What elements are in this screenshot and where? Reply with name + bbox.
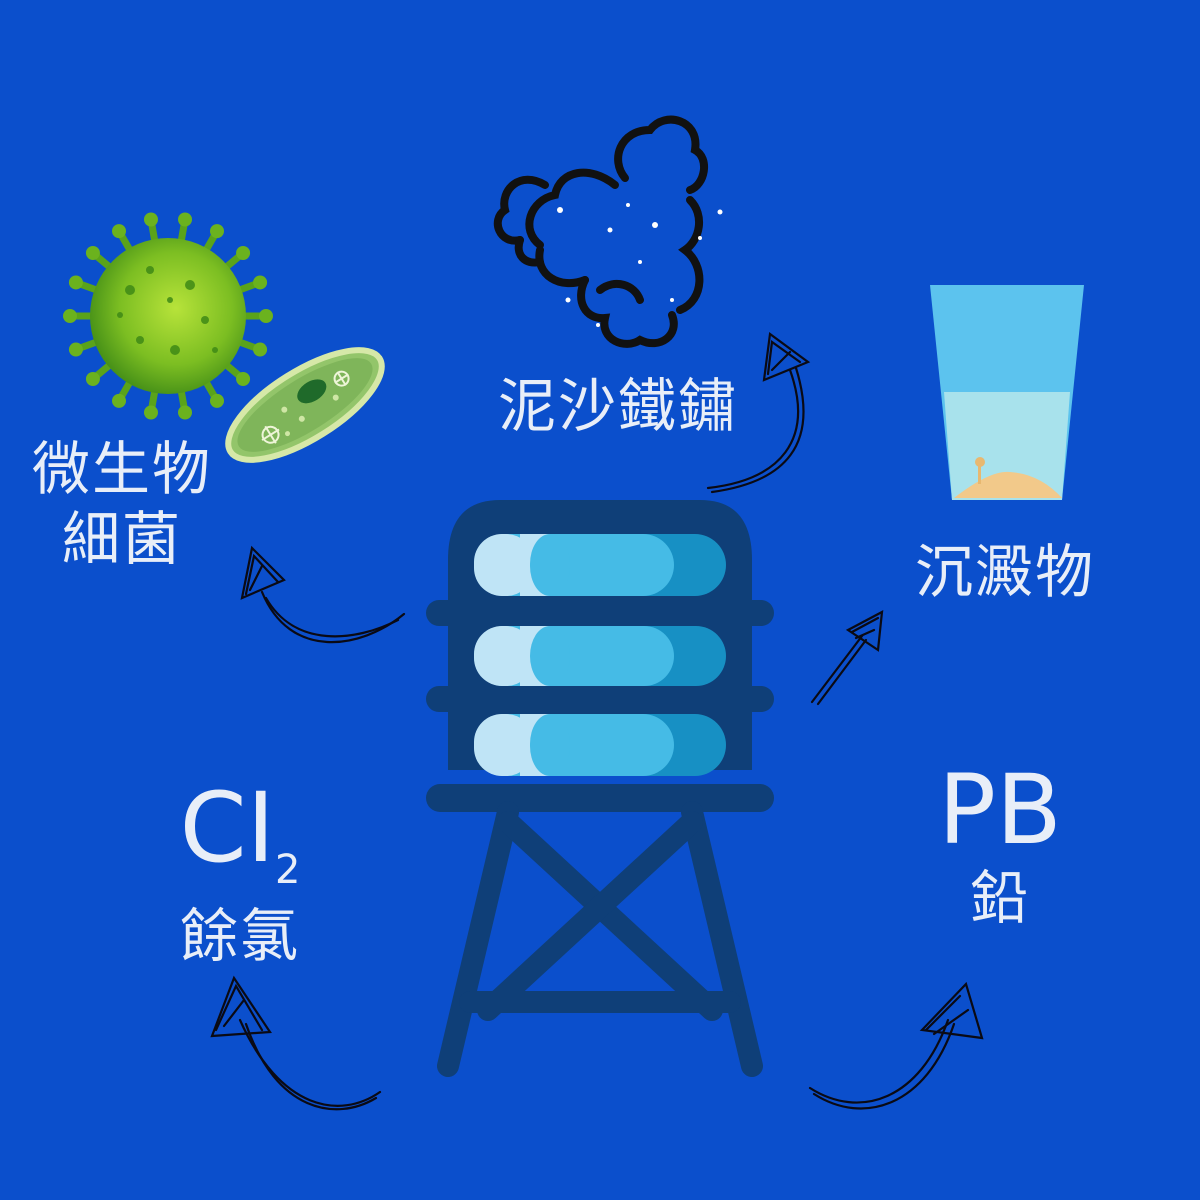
dust-cloud-icon — [493, 115, 708, 348]
virus-icon — [63, 212, 273, 420]
virus-spike-knob — [253, 275, 268, 290]
virus-spike-knob — [143, 212, 158, 227]
lead-symbol: PB — [938, 754, 1062, 866]
lead-label: PB 鉛 — [900, 762, 1100, 934]
virus-spike-knob — [85, 371, 100, 386]
chlorine-name: 餘氯 — [179, 902, 300, 970]
microbes-label-line1: 微生物 — [31, 435, 212, 503]
tank-segment-bottom — [474, 714, 726, 776]
chlorine-label: CI2 餘氯 — [140, 780, 340, 972]
virus-spike-knob — [178, 212, 193, 227]
tank-rim-1 — [426, 600, 774, 626]
chlorine-subscript: 2 — [274, 847, 301, 893]
tank-rim-3 — [426, 784, 774, 812]
virus-spike-knob — [210, 393, 224, 408]
virus-spike-knob — [210, 224, 224, 239]
virus-spike-knob — [85, 246, 100, 261]
lead-name: 鉛 — [969, 864, 1030, 932]
virus-spike-knob — [68, 342, 83, 357]
virus-spike-knob — [236, 246, 251, 261]
virus-spike-knob — [63, 309, 77, 323]
virus-spike-knob — [112, 393, 126, 408]
virus-spike-knob — [236, 371, 251, 386]
virus-spike-knob — [112, 224, 126, 239]
arrows — [210, 332, 984, 1111]
virus-spike-knob — [68, 275, 83, 290]
arrow-to-lead — [808, 981, 984, 1110]
tower-legs — [437, 801, 763, 1077]
virus-spike-knob — [253, 342, 268, 357]
precipitate-label: 沉澱物 — [914, 538, 1095, 606]
virus-spike-knob — [178, 405, 193, 420]
tank-segment-top — [474, 534, 726, 596]
arrow-to-sediment-rust — [706, 332, 811, 494]
paramecium-icon — [225, 347, 385, 463]
arrow-to-chlorine — [210, 975, 382, 1111]
virus-spike-knob — [143, 405, 158, 420]
tank-rim-2 — [426, 686, 774, 712]
microbes-label: 微生物 細菌 — [22, 435, 222, 574]
dust-particles — [557, 203, 723, 327]
sediment-glass-icon — [930, 285, 1084, 500]
sediment-rust-label: 泥沙鐵鏽 — [497, 372, 738, 440]
virus-spike-knob — [259, 309, 273, 323]
chlorine-symbol: CI2 — [140, 780, 340, 890]
chlorine-symbol-text: CI — [179, 772, 275, 884]
water-tower-icon — [426, 500, 774, 1077]
arrow-to-microbes — [240, 545, 406, 644]
microbes-label-line2: 細菌 — [61, 504, 182, 573]
arrow-to-precipitate — [810, 610, 884, 706]
tank-segment-middle — [474, 626, 726, 686]
